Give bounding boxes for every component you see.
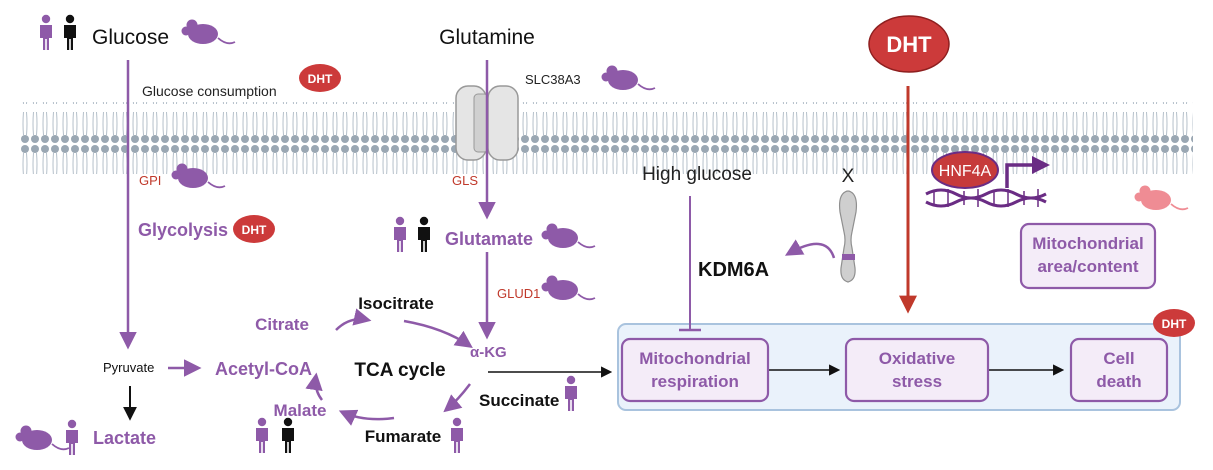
x-chromosome-icon bbox=[838, 190, 858, 283]
mito-respiration-box bbox=[620, 337, 770, 403]
mouse-icon bbox=[540, 222, 596, 249]
dht-main-badge bbox=[868, 15, 950, 73]
dht-badge-label: DHT bbox=[308, 72, 333, 86]
citrate-label: Citrate bbox=[255, 315, 309, 334]
human-icon bbox=[66, 419, 78, 455]
oxidative-line2: stress bbox=[892, 372, 942, 391]
transcription-arrowhead bbox=[1032, 156, 1050, 174]
cell-death-line2: death bbox=[1096, 372, 1141, 391]
oxidative-line1: Oxidative bbox=[879, 349, 956, 368]
mouse-icon bbox=[540, 274, 596, 301]
mito-area-line2: area/content bbox=[1037, 257, 1138, 276]
gls-label: GLS bbox=[452, 173, 478, 188]
human-icon bbox=[394, 216, 406, 252]
cell-death-box bbox=[1069, 337, 1169, 403]
dht-main-label: DHT bbox=[886, 32, 932, 57]
transcription-arrow bbox=[1005, 163, 1036, 188]
glud1-label: GLUD1 bbox=[497, 286, 540, 301]
isocitrate-label: Isocitrate bbox=[358, 294, 434, 313]
hnf4a-label: HNF4A bbox=[939, 163, 992, 180]
lactate-label: Lactate bbox=[93, 428, 156, 448]
human-icon bbox=[418, 216, 430, 252]
human-icon bbox=[451, 417, 463, 453]
glutamate-label: Glutamate bbox=[445, 229, 533, 249]
gpi-label: GPI bbox=[139, 173, 161, 188]
glutamine-label: Glutamine bbox=[439, 26, 535, 49]
mito-resp-line2: respiration bbox=[651, 372, 739, 391]
human-icon bbox=[282, 417, 294, 453]
succinate-label: Succinate bbox=[479, 391, 559, 410]
slc38a3-label: SLC38A3 bbox=[525, 72, 581, 87]
glucose-consumption-label: Glucose consumption bbox=[142, 83, 277, 99]
human-icon bbox=[256, 417, 268, 453]
x-chromosome-label: X bbox=[842, 166, 855, 187]
dna-icon bbox=[925, 188, 1047, 208]
mouse-icon bbox=[1133, 184, 1189, 211]
dht-badge-label: DHT bbox=[242, 223, 267, 237]
dht-badge-glycolysis bbox=[233, 215, 275, 243]
fumarate-label: Fumarate bbox=[365, 427, 442, 446]
pyruvate-label: Pyruvate bbox=[103, 360, 154, 375]
glucose-label: Glucose bbox=[92, 26, 169, 49]
high-glucose-label: High glucose bbox=[642, 164, 752, 185]
kdm6a-label: KDM6A bbox=[698, 259, 769, 281]
mito-area-box bbox=[1019, 222, 1157, 290]
akg-label: α-KG bbox=[470, 344, 507, 361]
hnf4a-badge bbox=[931, 151, 999, 189]
cell-membrane bbox=[20, 102, 1193, 174]
mouse-icon bbox=[600, 64, 656, 91]
transporter-icon bbox=[455, 85, 519, 161]
dht-badge-label: DHT bbox=[1162, 317, 1187, 331]
oxidative-stress-box bbox=[844, 337, 990, 403]
acetyl-coa-label: Acetyl-CoA bbox=[215, 359, 312, 379]
glycolysis-label: Glycolysis bbox=[138, 220, 228, 240]
pathway-arrows bbox=[119, 60, 1065, 426]
mito-area-line1: Mitochondrial bbox=[1032, 234, 1143, 253]
dht-badge-glucose bbox=[299, 64, 341, 92]
tca-cycle-label: TCA cycle bbox=[354, 360, 445, 381]
mito-resp-line1: Mitochondrial bbox=[639, 349, 750, 368]
cell-death-line1: Cell bbox=[1103, 349, 1134, 368]
dht-badge-panel bbox=[1153, 309, 1195, 337]
human-icon bbox=[565, 375, 577, 411]
mouse-icon bbox=[14, 424, 70, 451]
malate-label: Malate bbox=[274, 401, 327, 420]
